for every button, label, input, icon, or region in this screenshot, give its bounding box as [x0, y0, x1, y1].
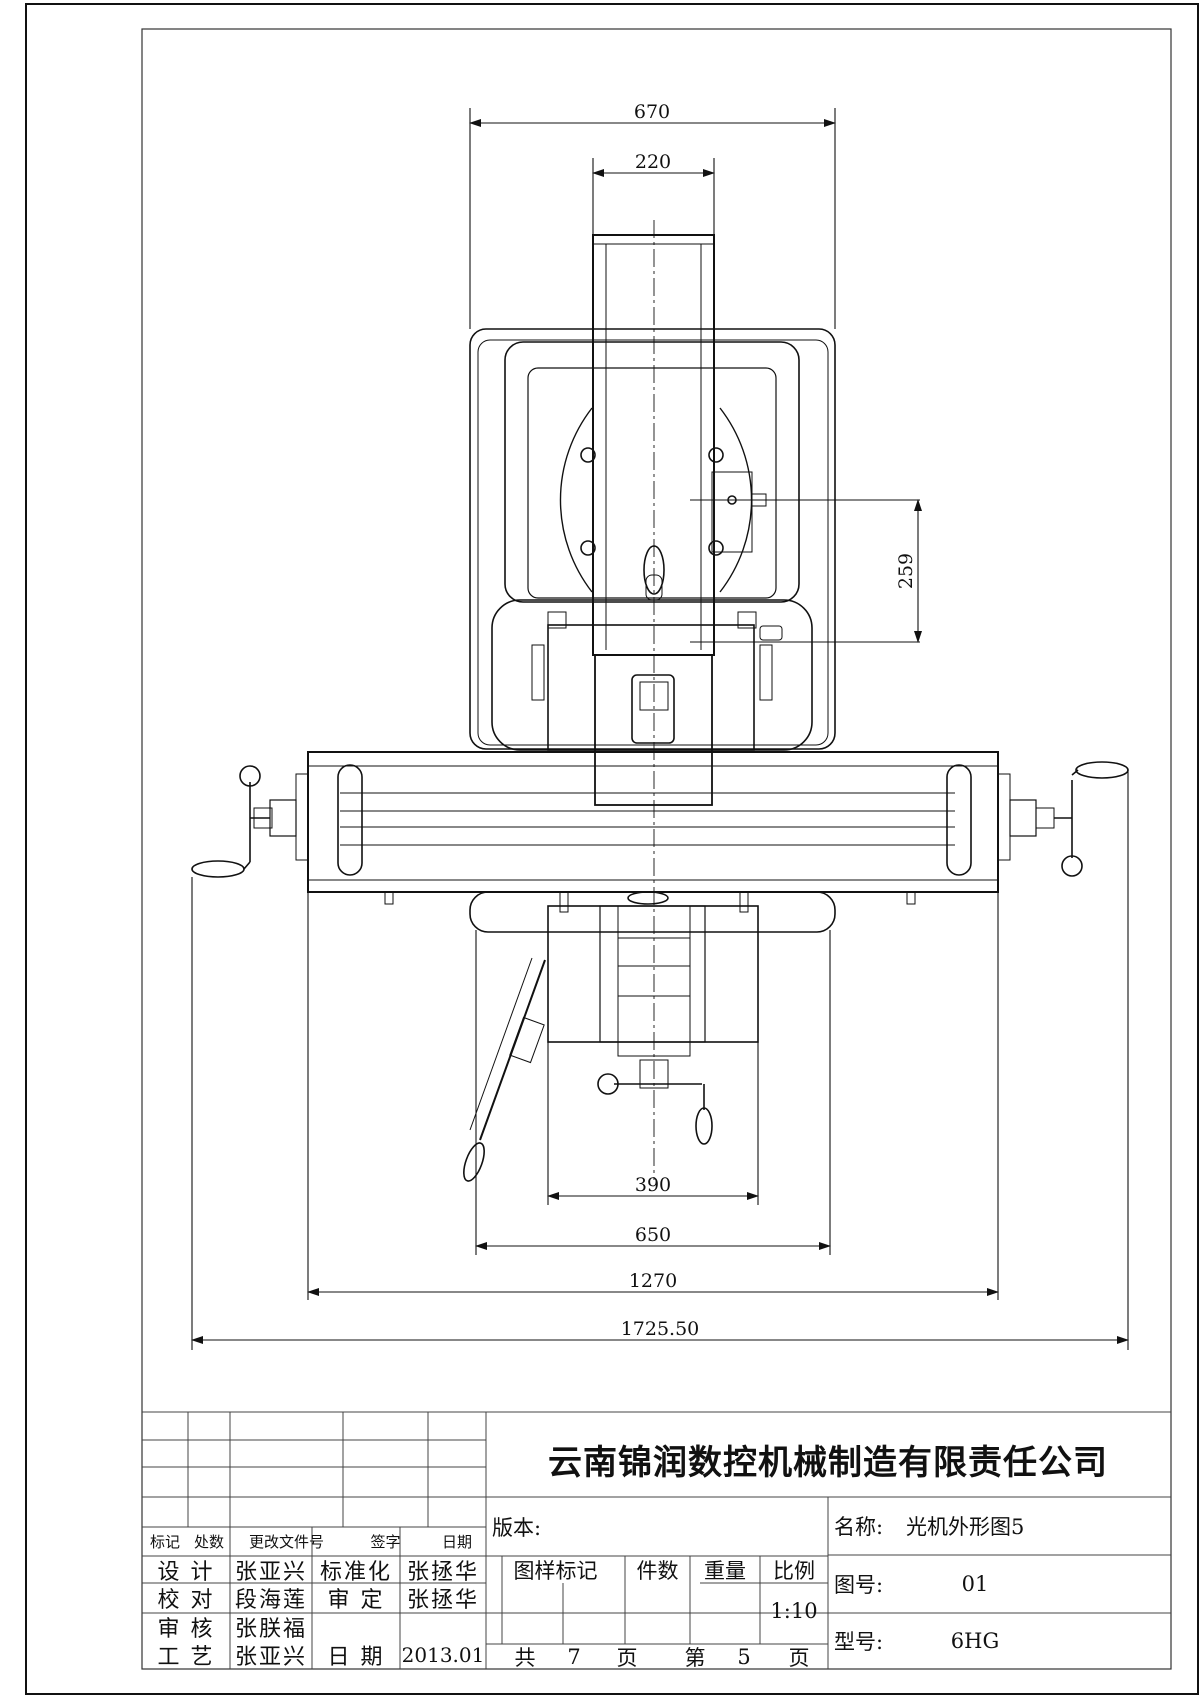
name-standardization: 张拯华: [406, 1559, 479, 1585]
dim-1725-50: 1725.50: [621, 1318, 700, 1340]
outer-sheet-border: [25, 3, 1199, 1695]
scale-label: 比例: [773, 1558, 815, 1583]
name-process: 张亚兴: [234, 1645, 307, 1670]
name-design: 张亚兴: [234, 1559, 307, 1585]
dim-1270: 1270: [629, 1270, 677, 1292]
model-value: 6HG: [950, 1629, 1000, 1653]
name-proofread: 段海莲: [234, 1588, 307, 1613]
company-name: 云南锦润数控机械制造有限责任公司: [548, 1442, 1108, 1483]
machine-outline: [191, 234, 1129, 1182]
dim-650: 650: [635, 1224, 671, 1246]
rev-header-date: 日期: [441, 1533, 472, 1551]
sample-mark-label: 图样标记: [513, 1558, 598, 1583]
dim-390: 390: [635, 1174, 671, 1196]
rev-header-count: 处数: [193, 1533, 224, 1551]
dim-670: 670: [634, 101, 670, 123]
drawing-no-value: 01: [961, 1572, 989, 1596]
drawing-no-label: 图号:: [834, 1573, 884, 1597]
name-approval: 张拯华: [406, 1588, 479, 1613]
dim-259: 259: [895, 553, 917, 589]
role-review: 审 核: [157, 1617, 215, 1642]
role-design: 设 计: [157, 1559, 215, 1585]
rev-header-signature: 签字: [370, 1533, 401, 1551]
rev-header-mark: 标记: [149, 1533, 180, 1551]
weight-label: 重量: [704, 1558, 746, 1583]
inner-drawing-frame: [141, 28, 1172, 1670]
total-pages: 7: [567, 1644, 581, 1669]
model-label: 型号:: [834, 1630, 884, 1654]
name-value: 光机外形图5: [906, 1515, 1025, 1539]
nth-label: 第: [684, 1645, 706, 1670]
qty-label: 件数: [636, 1558, 679, 1583]
dimension-labels: 670 220 259 390 650 1270 1725.50: [621, 101, 917, 1340]
current-page-unit: 页: [788, 1645, 810, 1670]
rev-header-doc-no: 更改文件号: [248, 1533, 324, 1551]
role-date: 日 期: [327, 1645, 385, 1670]
role-approval: 审 定: [327, 1588, 385, 1613]
scale-value: 1:10: [770, 1599, 818, 1623]
dim-220: 220: [635, 151, 671, 173]
role-standardization: 标准化: [319, 1559, 392, 1585]
role-proofread: 校 对: [157, 1588, 215, 1613]
name-label: 名称:: [834, 1515, 884, 1539]
total-label: 共: [514, 1645, 536, 1670]
role-process: 工 艺: [157, 1645, 215, 1670]
total-page-unit: 页: [616, 1645, 638, 1670]
title-block-grid: [142, 1411, 1171, 1669]
version-label: 版本:: [492, 1515, 542, 1540]
current-page: 5: [737, 1644, 751, 1669]
dimension-lines: [191, 108, 1129, 1350]
center-lines: [653, 220, 920, 1180]
date-value: 2013.01: [401, 1643, 485, 1667]
name-review: 张朕福: [234, 1617, 307, 1642]
